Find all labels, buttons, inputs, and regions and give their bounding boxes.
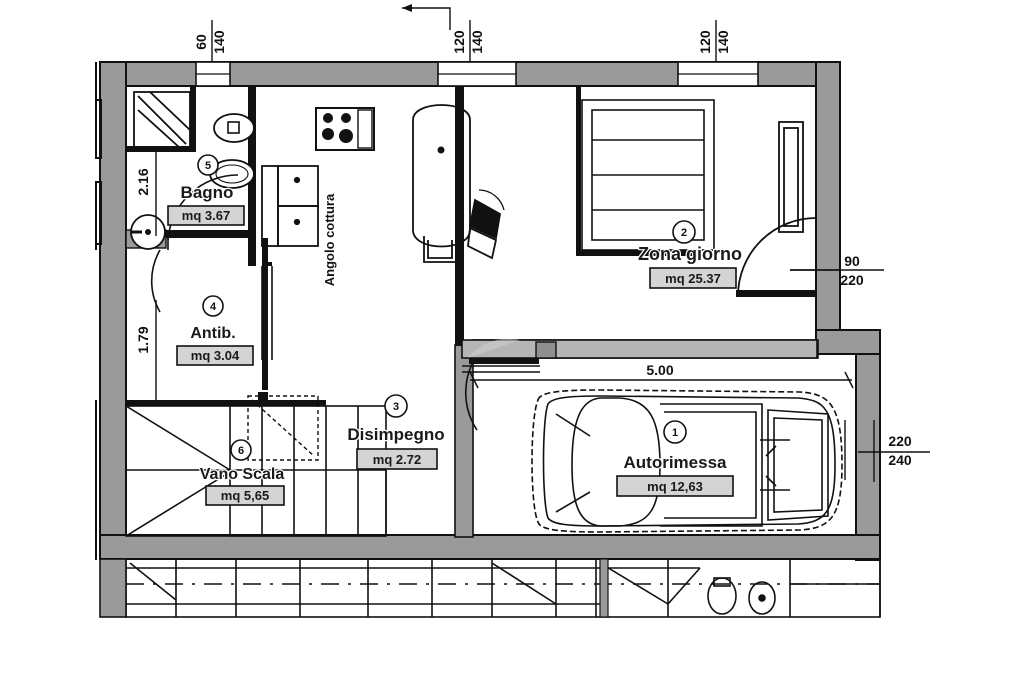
dimension-left-2: 1.79 bbox=[135, 326, 151, 353]
cooktop-stove bbox=[315, 107, 375, 151]
lower-adjacent-walls bbox=[99, 558, 609, 618]
room-area-bagno: mq 3.67 bbox=[182, 208, 230, 223]
kitchen-tall-units bbox=[261, 262, 273, 360]
dimension-garage-width bbox=[469, 371, 854, 389]
room-name-vano-scala: Vano Scala bbox=[200, 466, 285, 483]
room-name-disimpegno: Disimpegno bbox=[347, 425, 444, 444]
room-tag-antibagno: 4 bbox=[210, 301, 217, 313]
dimension-garage-width-text: 5.00 bbox=[646, 362, 673, 378]
stair-arrow bbox=[247, 392, 319, 461]
shower-tray bbox=[133, 91, 191, 149]
room-tag-vano-scala: 6 bbox=[238, 445, 244, 457]
dimension-right-2-height: 240 bbox=[888, 452, 912, 468]
dimension-right-1-width: 90 bbox=[844, 253, 860, 269]
label-angolo-cottura: Angolo cottura bbox=[322, 193, 337, 286]
room-area-autorimessa: mq 12,63 bbox=[647, 479, 703, 494]
room-tag-autorimessa: 1 bbox=[672, 427, 678, 439]
dimension-top-1-width: 60 bbox=[193, 34, 209, 50]
sofa bbox=[581, 99, 715, 251]
room-name-autorimessa: Autorimessa bbox=[624, 453, 728, 472]
room-area-zona-giorno: mq 25.37 bbox=[665, 271, 721, 286]
dimension-top-3-width: 120 bbox=[697, 30, 713, 54]
dimension-top-3: 120 140 bbox=[697, 30, 731, 54]
bagno-door-swing bbox=[167, 174, 239, 250]
room-label-disimpegno: 3 Disimpegno mq 2.72 bbox=[346, 394, 446, 470]
kitchen-counter bbox=[261, 165, 319, 247]
room-name-antibagno: Antib. bbox=[190, 325, 235, 342]
wall-cabinet-right bbox=[778, 121, 804, 233]
room-label-autorimessa: 1 Autorimessa mq 12,63 bbox=[616, 420, 734, 497]
room-label-antibagno: 4 Antib. mq 3.04 bbox=[176, 295, 254, 366]
room-area-disimpegno: mq 2.72 bbox=[373, 452, 421, 467]
room-label-bagno: 5 Bagno mq 3.67 bbox=[167, 154, 245, 226]
car-outline bbox=[531, 389, 843, 533]
room-area-vano-scala: mq 5,65 bbox=[221, 488, 269, 503]
dimension-top-1: 60 140 bbox=[193, 30, 227, 54]
dimension-top-2-width: 120 bbox=[451, 30, 467, 54]
dining-table-with-chairs bbox=[412, 104, 505, 263]
antibagno-door-swing bbox=[150, 249, 161, 313]
room-name-zona-giorno: Zona giorno bbox=[638, 244, 742, 264]
washbasin bbox=[130, 214, 166, 250]
dimension-left-1: 2.16 bbox=[135, 168, 151, 195]
sectional-garage-door bbox=[461, 338, 818, 373]
dimension-right-1: 90 220 bbox=[840, 253, 864, 288]
wall-structure bbox=[99, 61, 881, 561]
staircase-run bbox=[125, 405, 387, 537]
room-name-bagno: Bagno bbox=[181, 183, 234, 202]
dimension-leaders-top bbox=[211, 4, 717, 62]
dimension-top-1-height: 140 bbox=[211, 30, 227, 54]
dimension-leaders-right bbox=[790, 269, 930, 482]
room-tag-disimpegno: 3 bbox=[393, 401, 399, 413]
adjacent-unit-left bbox=[95, 62, 102, 560]
toilet bbox=[213, 113, 255, 143]
dimension-top-2-height: 140 bbox=[469, 30, 485, 54]
dimension-right-1-height: 220 bbox=[840, 272, 864, 288]
disimpegno-door-swing bbox=[464, 358, 539, 431]
room-tag-bagno: 5 bbox=[205, 160, 211, 172]
dimension-top-3-height: 140 bbox=[715, 30, 731, 54]
room-label-zona-giorno: 2 Zona giorno mq 25.37 bbox=[637, 220, 743, 289]
room-area-antibagno: mq 3.04 bbox=[191, 348, 240, 363]
dimension-right-2: 220 240 bbox=[888, 433, 912, 468]
dimension-right-2-width: 220 bbox=[888, 433, 912, 449]
room-label-vano-scala: 6 Vano Scala mq 5,65 bbox=[199, 439, 286, 506]
dimension-top-2: 120 140 bbox=[451, 30, 485, 54]
room-tag-zona-giorno: 2 bbox=[681, 227, 687, 239]
lower-adjacent-fragment bbox=[125, 558, 881, 618]
window-openings bbox=[195, 61, 759, 87]
